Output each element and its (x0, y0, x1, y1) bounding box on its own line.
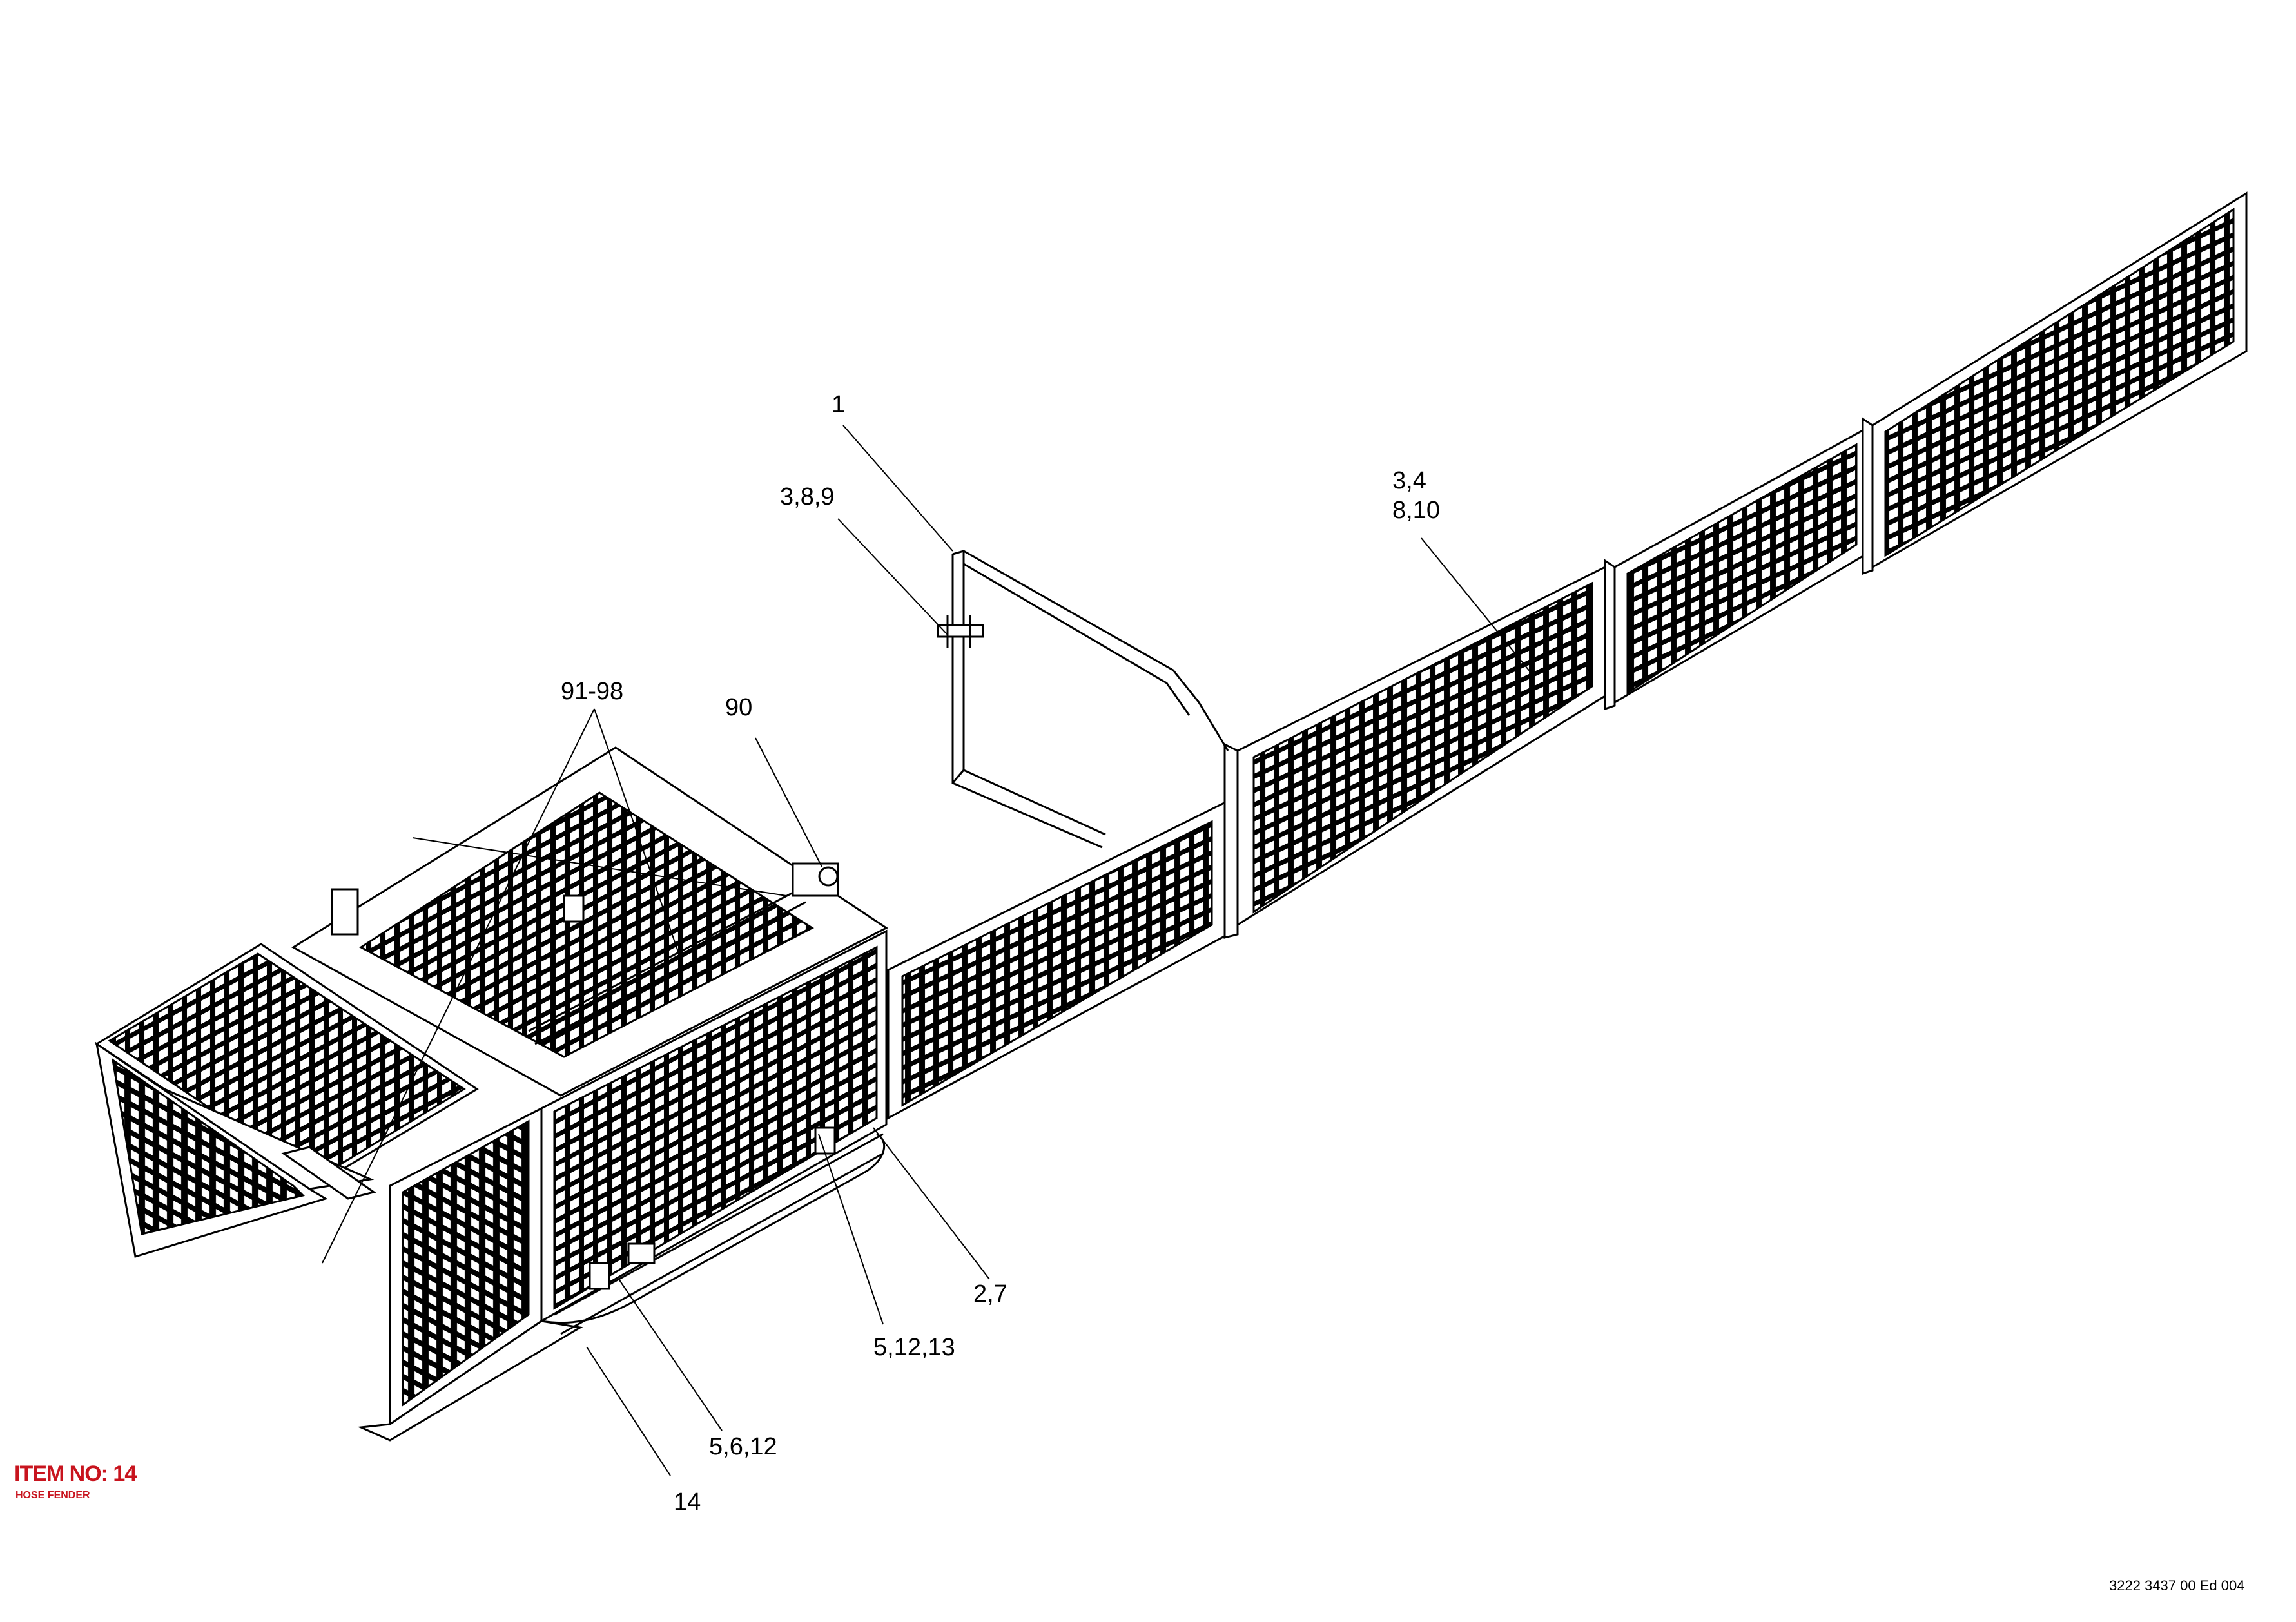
callout-5-6-12: 5,6,12 (709, 1433, 777, 1460)
leader-lines (322, 425, 1535, 1476)
fence-panel-1 (875, 799, 1229, 1123)
callout-1: 1 (832, 391, 846, 418)
hose-fender-body (291, 746, 888, 1442)
hood-cover (95, 943, 479, 1258)
item-name: HOSE FENDER (15, 1490, 90, 1501)
callout-3-8-9: 3,8,9 (780, 483, 835, 510)
callout-14: 14 (674, 1489, 701, 1516)
gate-frame (937, 550, 1229, 849)
callout-91-98: 91-98 (561, 678, 624, 705)
fence-panel-2 (1223, 565, 1606, 939)
callout-90: 90 (725, 694, 753, 721)
hardware (331, 862, 839, 1290)
callout-3-4-8-10: 3,4 8,10 (1392, 467, 1440, 524)
callout-5-12-13: 5,12,13 (873, 1334, 955, 1361)
callout-2-7: 2,7 (973, 1280, 1007, 1308)
fence-panel-3 (1604, 427, 1867, 711)
fence-panel-4 (1862, 191, 2248, 575)
document-reference: 3222 3437 00 Ed 004 (2109, 1578, 2245, 1594)
item-number: ITEM NO: 14 (14, 1462, 137, 1486)
